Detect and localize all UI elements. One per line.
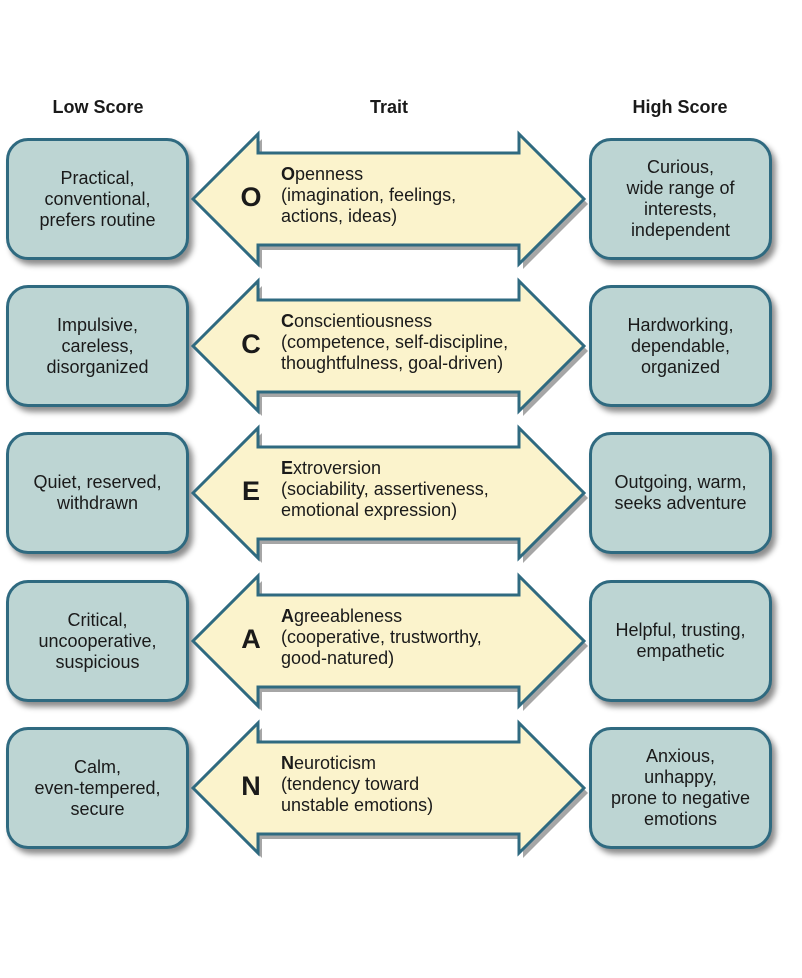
- low-score-box: Quiet, reserved, withdrawn: [6, 432, 189, 554]
- arrow-body: [190, 719, 587, 857]
- trait-name-rest: euroticism: [294, 753, 377, 773]
- arrow-body: [190, 277, 587, 415]
- trait-facets-line-2: actions, ideas): [281, 206, 398, 226]
- trait-initial: A: [281, 606, 294, 626]
- arrow-body: [190, 572, 587, 710]
- low-score-box: Calm, even-tempered, secure: [6, 727, 189, 849]
- trait-description: Agreeableness (cooperative, trustworthy,…: [281, 606, 571, 669]
- high-score-box: Outgoing, warm, seeks adventure: [589, 432, 772, 554]
- trait-row-extroversion: Quiet, reserved, withdrawn E Extroversio…: [0, 424, 802, 563]
- double-arrow-icon: [190, 572, 588, 711]
- trait-row-conscientiousness: Impulsive, careless, disorganized C Cons…: [0, 277, 802, 416]
- trait-row-neuroticism: Calm, even-tempered, secure N Neuroticis…: [0, 719, 802, 858]
- trait-name-rest: xtroversion: [293, 458, 382, 478]
- trait-name-rest: penness: [295, 164, 364, 184]
- trait-description: Extroversion (sociability, assertiveness…: [281, 458, 571, 521]
- double-arrow-icon: [190, 130, 588, 269]
- arrow-body: [190, 130, 587, 268]
- high-score-header: High Score: [632, 97, 728, 117]
- trait-letter: A: [241, 624, 261, 654]
- high-score-box: Curious, wide range of interests, indepe…: [589, 138, 772, 260]
- trait-header: Trait: [369, 97, 408, 117]
- trait-facets-line-1: (tendency toward: [281, 774, 420, 794]
- trait-initial: O: [281, 164, 296, 184]
- arrow-body: [190, 424, 587, 562]
- trait-facets-line-2: unstable emotions): [281, 795, 434, 815]
- trait-name-rest: onscientiousness: [294, 311, 433, 331]
- trait-description: Openness (imagination, feelings, actions…: [281, 164, 571, 227]
- high-score-box: Hardworking, dependable, organized: [589, 285, 772, 407]
- trait-description: Conscientiousness (competence, self-disc…: [281, 311, 571, 374]
- trait-facets-line-2: emotional expression): [281, 500, 458, 520]
- trait-row-agreeableness: Critical, uncooperative, suspicious A Ag…: [0, 572, 802, 711]
- low-score-box: Impulsive, careless, disorganized: [6, 285, 189, 407]
- low-score-box: Critical, uncooperative, suspicious: [6, 580, 189, 702]
- trait-facets-line-1: (cooperative, trustworthy,: [281, 627, 482, 647]
- trait-initial: C: [281, 311, 294, 331]
- trait-facets-line-2: good-natured): [281, 648, 395, 668]
- trait-name-rest: greeableness: [294, 606, 403, 626]
- low-score-box: Practical, conventional, prefers routine: [6, 138, 189, 260]
- trait-letter: O: [240, 182, 262, 212]
- trait-facets-line-1: (sociability, assertiveness,: [281, 479, 489, 499]
- double-arrow-icon: [190, 277, 588, 416]
- trait-row-openness: Practical, conventional, prefers routine…: [0, 130, 802, 269]
- trait-letter: E: [241, 476, 260, 506]
- trait-facets-line-1: (imagination, feelings,: [281, 185, 457, 205]
- trait-initial: N: [281, 753, 294, 773]
- low-score-header: Low Score: [52, 97, 144, 117]
- trait-facets-line-1: (competence, self-discipline,: [281, 332, 509, 352]
- double-arrow-icon: [190, 424, 588, 563]
- trait-initial: E: [281, 458, 294, 478]
- high-score-box: Helpful, trusting, empathetic: [589, 580, 772, 702]
- trait-description: Neuroticism (tendency toward unstable em…: [281, 753, 571, 816]
- trait-letter: N: [241, 771, 261, 801]
- trait-facets-line-2: thoughtfulness, goal-driven): [281, 353, 504, 373]
- high-score-box: Anxious, unhappy, prone to negative emot…: [589, 727, 772, 849]
- trait-letter: C: [241, 329, 261, 359]
- double-arrow-icon: [190, 719, 588, 858]
